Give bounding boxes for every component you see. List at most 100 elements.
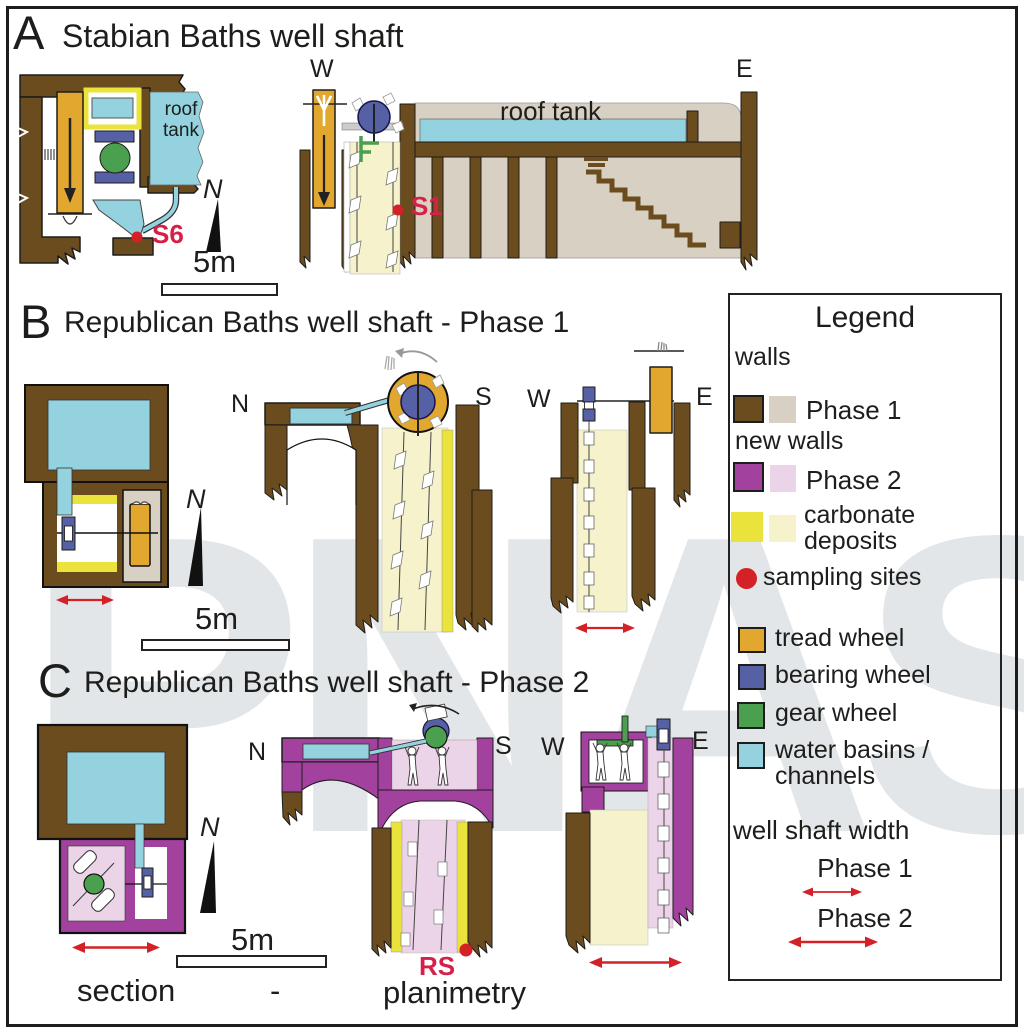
legend-sampling-label: sampling sites <box>763 563 922 591</box>
east-label-cwe: E <box>692 727 709 755</box>
bucket-chain-cns <box>412 819 448 951</box>
gear-wheel-section <box>359 136 379 162</box>
sampling-sites-dot <box>736 568 757 589</box>
east-label-a: E <box>736 55 753 83</box>
gear-post-cwe <box>621 715 629 743</box>
stabian-plan-drawing <box>17 74 221 265</box>
arch-opening <box>287 439 356 505</box>
bearing-wheel-plan-c <box>141 867 154 898</box>
legend-walls-heading: walls <box>735 343 791 371</box>
panel-c-letter: C <box>38 654 72 707</box>
shaft-width-arrow-b-plan <box>56 595 114 605</box>
panel-b-title: Republican Baths well shaft - Phase 1 <box>64 306 570 339</box>
carbonate-dark-swatch <box>731 512 763 542</box>
republican-section-we-phase2 <box>565 715 694 954</box>
buckets-ns <box>389 450 435 617</box>
buckets-we <box>583 431 595 610</box>
tread-wheel-plan <box>48 91 92 225</box>
old-wall-stub <box>281 791 303 826</box>
west-wall <box>299 149 311 269</box>
arch-left-leg-c <box>281 761 303 793</box>
water-basin-ns <box>289 407 353 425</box>
scale-bar-a <box>161 283 278 296</box>
old-shaft-fill <box>589 809 649 946</box>
gear-wheel-plan-c <box>83 873 105 895</box>
bearing-wheel-cwe <box>656 718 671 751</box>
shaft-width-arrow-c-plan <box>72 942 160 953</box>
shaft-east-wall <box>399 103 416 269</box>
staircase <box>584 157 741 249</box>
water-bit-cwe <box>645 725 659 738</box>
gear-bar-cwe <box>596 739 634 747</box>
legend-width-heading: well shaft width <box>733 815 910 845</box>
hand-crank <box>384 348 438 371</box>
pnas-watermark: PNAS <box>22 447 1024 921</box>
phase1-dark-swatch <box>733 395 764 423</box>
roof-tank-plan-label: roof tank <box>163 99 199 142</box>
outer-right-wall-ns <box>471 489 493 633</box>
well-shaft-ns <box>381 427 449 633</box>
legend-phase1-label: Phase 1 <box>806 395 902 425</box>
shaft-width-arrow-c-we <box>589 957 682 968</box>
scale-bar-b <box>141 639 290 651</box>
workers-cns <box>404 746 450 786</box>
west-label-cwe: W <box>541 733 565 761</box>
carbonate-right-cns <box>456 821 469 953</box>
bearing-wheel-section <box>351 92 405 142</box>
water-channel-b <box>56 467 73 516</box>
phase1-light-swatch <box>769 396 796 423</box>
republican-plan-phase2 <box>36 723 216 935</box>
republican-section-ns-phase2 <box>281 703 494 958</box>
gear-wheel-plan <box>99 142 131 174</box>
new-wall-cwe <box>672 737 694 927</box>
bearing-wheel-plan-b <box>61 516 76 551</box>
old-wall-left-cns <box>371 827 392 957</box>
tread-wheel-we <box>649 366 673 434</box>
tank-floor <box>410 141 744 158</box>
well-shaft-cns <box>400 819 466 954</box>
width-arrow-phase1 <box>802 887 862 897</box>
old-wall-right-cns <box>467 821 493 958</box>
scale-label-b: 5m <box>195 601 239 636</box>
sampling-site-s1-label: S1 <box>411 191 443 221</box>
tread-wheel-swatch <box>738 627 766 653</box>
panel-c-title: Republican Baths well shaft - Phase 2 <box>84 666 590 699</box>
room-step-cwe <box>581 786 605 813</box>
sampling-site-rs-label: RS <box>419 951 456 981</box>
north-label-c: N <box>200 812 220 842</box>
scale-label-a: 5m <box>193 244 237 279</box>
south-label-bns: S <box>475 383 492 411</box>
legend-title: Legend <box>814 301 916 334</box>
walls-we <box>550 401 691 614</box>
hand-glyph <box>657 341 668 352</box>
legend-carbonate-label: carbonate deposits <box>804 501 916 555</box>
capstan-arms <box>73 850 115 912</box>
footer-dash: - <box>270 973 281 1008</box>
west-label-bwe: W <box>527 385 551 413</box>
room-right-pillar <box>476 737 494 791</box>
carbonate-left-cns <box>390 821 403 953</box>
north-arrow-c <box>200 841 216 913</box>
legend-gear-label: gear wheel <box>775 699 898 727</box>
gear-wheel-swatch <box>737 702 765 729</box>
carbonate-light-swatch <box>769 515 796 542</box>
buckets-cwe <box>657 761 670 934</box>
scale-label-c: 5m <box>231 922 275 957</box>
north-label-a: N <box>203 174 223 204</box>
east-label-bwe: E <box>696 383 713 411</box>
bearing-wheel-plan-2 <box>94 171 135 184</box>
old-wall-cwe <box>565 812 591 954</box>
panel-a-title: Stabian Baths well shaft <box>62 18 404 54</box>
west-label-a: W <box>310 55 334 83</box>
legend-box: Legend walls Phase 1 new walls Phase 2 c… <box>728 293 1002 981</box>
sampling-site-s6-dot <box>131 231 143 243</box>
panel-a-letter: A <box>13 6 45 59</box>
buckets-cns <box>400 841 448 947</box>
republican-section-we-phase1 <box>550 341 691 614</box>
sampling-site-s6-label: S6 <box>152 219 184 249</box>
tread-wheel-circle <box>387 371 449 436</box>
legend-phase2-label: Phase 2 <box>806 465 902 495</box>
north-arrow-b <box>188 507 203 586</box>
phase2-dark-swatch <box>733 462 764 492</box>
